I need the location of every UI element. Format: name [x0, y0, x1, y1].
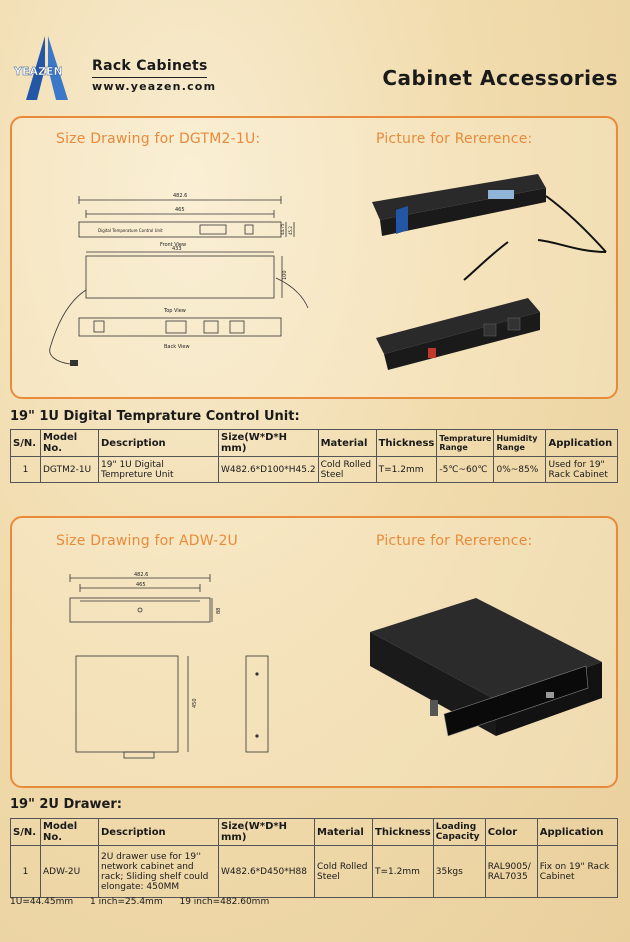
spec-table: S/N. Model No. Description Size(W*D*H mm… — [10, 818, 619, 898]
back-view-label: Back View — [164, 344, 190, 350]
column-header: Thickness — [375, 429, 438, 457]
table-cell: 1 — [10, 845, 41, 898]
size-drawing: 482.6 465 Digital Temperature Control Un… — [49, 193, 309, 366]
column-header: Size(W*D*H mm) — [218, 429, 319, 457]
column-header: Model No. — [40, 818, 99, 846]
table-cell: 0%~85% — [493, 456, 547, 483]
column-header: S/N. — [10, 429, 41, 457]
table-cell: T=1.2mm — [372, 845, 434, 898]
table-cell: ADW-2U — [40, 845, 99, 898]
table-cell: -5℃~60℃ — [436, 456, 495, 483]
front-view-label: Front View — [160, 242, 186, 248]
table-cell: Fix on 19" Rack Cabinet — [536, 845, 619, 898]
picture-title: Picture for Rererence: — [376, 131, 533, 147]
dim-inner: 465 — [175, 207, 185, 213]
column-header: S/N. — [10, 818, 41, 846]
table-cell: T=1.2mm — [375, 456, 438, 483]
website: www.yeazen.com — [92, 80, 217, 93]
table-cell: 35kgs — [432, 845, 486, 898]
product-photo — [372, 174, 607, 370]
column-header: Application — [536, 818, 619, 846]
column-header: Model No. — [40, 429, 99, 457]
drawing-title: Size Drawing for DGTM2-1U: — [56, 131, 261, 147]
top-view-label: Top View — [163, 308, 186, 314]
dim-side: 100 — [282, 270, 288, 280]
drawing-title: Size Drawing for ADW-2U — [56, 533, 238, 549]
dim-h2: 45.2 — [288, 226, 293, 235]
product-photo — [370, 598, 602, 737]
spec-table: S/N. Model No. Description Size(W*D*H mm… — [10, 429, 618, 483]
column-header: Humidity Range — [493, 429, 547, 457]
table-cell: 1 — [10, 456, 41, 483]
product-panel-dgtm2: Size Drawing for DGTM2-1U: Picture for R… — [10, 116, 618, 399]
column-header: Description — [98, 818, 219, 846]
dim-total: 482.6 — [173, 193, 187, 199]
table-cell: 2U drawer use for 19'' network cabinet a… — [98, 845, 219, 898]
brand-divider — [92, 77, 207, 78]
table-header-row: S/N. Model No. Description Size(W*D*H mm… — [10, 429, 618, 457]
table-cell: RAL9005/ RAL7035 — [484, 845, 538, 898]
dim-h: 88 — [216, 608, 222, 614]
table-cell: Cold Rolled Steel — [314, 845, 373, 898]
column-header: Color — [484, 818, 538, 846]
size-drawing: 482.6 465 88 450 — [69, 572, 269, 759]
dim-inner: 465 — [136, 582, 146, 588]
company-logo: YEAZEN — [12, 34, 82, 104]
column-header: Material — [317, 429, 377, 457]
column-header: Application — [545, 429, 618, 457]
logo-text: YEAZEN — [13, 65, 63, 78]
unit-footnote: 1U=44.45mm 1 inch=25.4mm 19 inch=482.60m… — [10, 897, 283, 907]
column-header: Description — [98, 429, 219, 457]
drawing-panel-label: Digital Temperature Control Unit — [98, 228, 163, 233]
footnote-item: 1 inch=25.4mm — [90, 897, 163, 907]
footnote-item: 19 inch=482.60mm — [179, 897, 270, 907]
dim-h1: 44.75 — [280, 223, 285, 235]
dim-depth: 450 — [192, 698, 198, 708]
column-header: Temprature Range — [436, 429, 495, 457]
column-header: Size(W*D*H mm) — [218, 818, 315, 846]
table-cell: W482.6*D100*H45.2 — [218, 456, 319, 483]
dim-depth: 433 — [172, 246, 182, 252]
section-heading: 19" 1U Digital Temprature Control Unit: — [10, 409, 300, 424]
column-header: Thickness — [372, 818, 434, 846]
section-heading: 19" 2U Drawer: — [10, 797, 122, 812]
brand-name: Rack Cabinets — [92, 58, 208, 74]
page-title: Cabinet Accessories — [382, 66, 618, 90]
table-cell: Cold Rolled Steel — [317, 456, 377, 483]
footnote-item: 1U=44.45mm — [10, 897, 74, 907]
table-cell: DGTM2-1U — [40, 456, 99, 483]
table-row: 1 DGTM2-1U 19" 1U Digital Tempreture Uni… — [10, 456, 618, 483]
table-cell: W482.6*D450*H88 — [218, 845, 315, 898]
column-header: Loading Capacity — [432, 818, 486, 846]
table-header-row: S/N. Model No. Description Size(W*D*H mm… — [10, 818, 619, 846]
table-cell: 19" 1U Digital Tempreture Unit — [98, 456, 219, 483]
picture-title: Picture for Rererence: — [376, 533, 533, 549]
dim-total: 482.6 — [134, 572, 148, 578]
table-row: 1 ADW-2U 2U drawer use for 19'' network … — [10, 845, 619, 898]
column-header: Material — [314, 818, 373, 846]
table-cell: Used for 19" Rack Cabinet — [545, 456, 618, 483]
product-panel-adw2u: Size Drawing for ADW-2U Picture for Rere… — [10, 516, 618, 788]
